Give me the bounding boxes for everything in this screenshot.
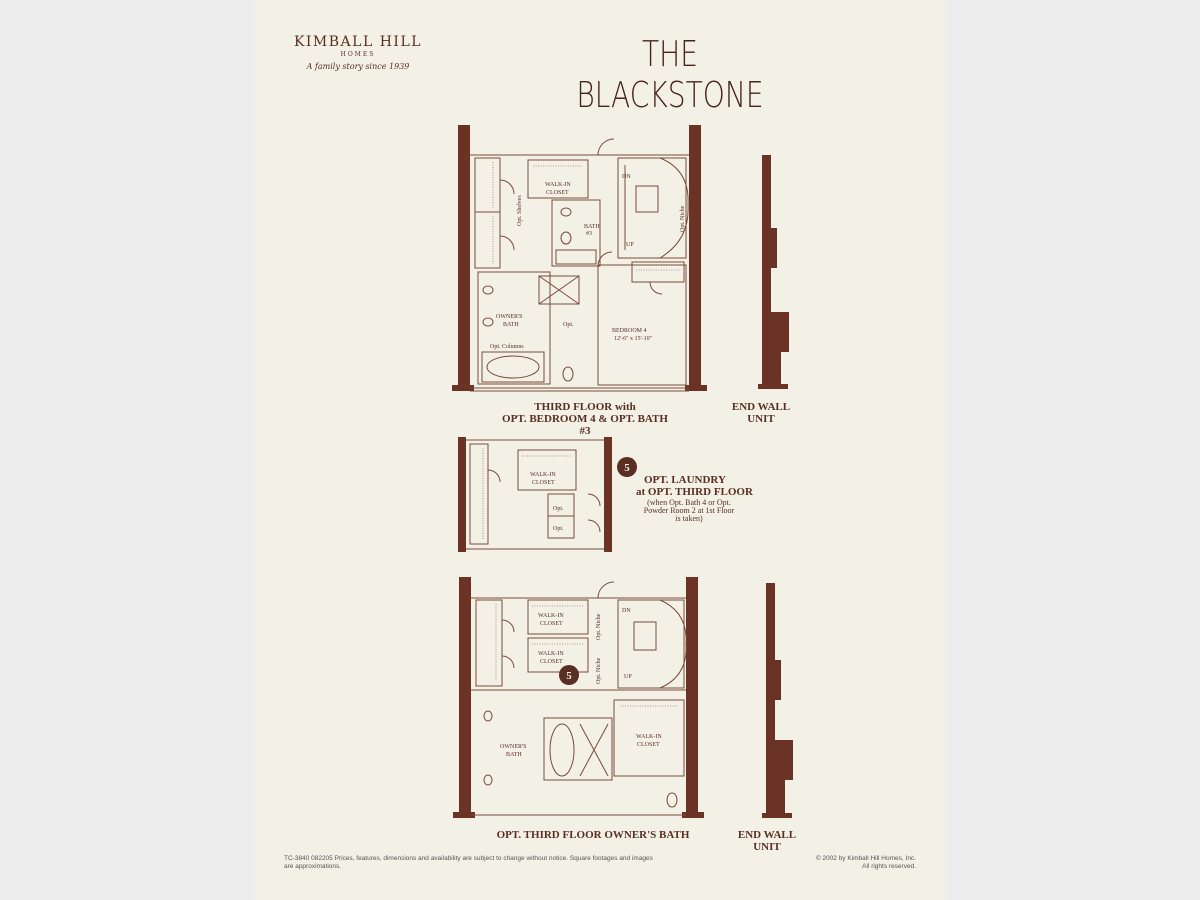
plan3-laundry-badge [559,665,579,685]
end-wall-line2: UNIT [747,413,775,425]
plan1-caption-line1: THIRD FLOOR with [534,401,636,413]
plan1-opt-label: Opt. [563,322,574,328]
laundry-closet-label: CLOSET [532,480,555,486]
plan1-bath-label: BATH [584,224,600,230]
plan1-columns-label: Opt. Columns [490,344,524,350]
plan-title: THE BLACKSTONE [576,34,764,116]
plan1-bedroom-dims: 12'-6" x 15'-10" [614,336,653,342]
footer-copyright: © 2002 by Kimball Hill Homes, Inc. All r… [770,855,916,871]
plan3-closet-label-3: CLOSET [637,742,660,748]
plan3-walkin-label-2: WALK-IN [538,651,564,657]
plan1-walkin-label: WALK-IN [545,182,571,188]
laundry-line2: at OPT. THIRD FLOOR [636,486,753,498]
footer-right1: © 2002 by Kimball Hill Homes, Inc. [815,855,916,862]
laundry-opt-label-1: Opt. [553,506,564,512]
logo-sub: HOMES [340,51,376,58]
logo-brand: KIMBALL HILL [293,34,423,50]
kimball-hill-logo: KIMBALL HILL HOMES A family story since … [293,34,423,71]
laundry-line3: (when Opt. Bath 4 or Opt. [647,498,731,507]
plan3-walkin-label-1: WALK-IN [538,613,564,619]
laundry-note: (when Opt. Bath 4 or Opt. Powder Room 2 … [614,499,764,523]
plan3-niche-label-1: Opt. Niche [596,613,602,640]
end-wall-unit-2 [762,583,793,818]
footer-disclaimer: TC-3840 082205 Prices, features, dimensi… [284,855,734,871]
plan1-caption-line2: OPT. BEDROOM 4 & OPT. BATH #3 [502,413,668,437]
plan3-walkin-label-3: WALK-IN [636,734,662,740]
plan1-left-wall [458,125,470,390]
plan1-bath-no-label: #3 [586,231,592,237]
laundry-opt-label-2: Opt. [553,526,564,532]
plan3-niche-label-2: Opt. Niche [596,657,602,684]
footer-right2: All rights reserved. [862,863,916,870]
brochure-sheet [255,0,945,900]
laundry-caption: OPT. LAUNDRY at OPT. THIRD FLOOR [630,474,760,498]
plan1-bedroom-label: BEDROOM 4 [612,328,647,334]
footer-left2: are approximations. [284,863,342,870]
plan3-caption: OPT. THIRD FLOOR OWNER'S BATH [496,829,690,841]
footer-left1: TC-3840 082205 Prices, features, dimensi… [284,855,653,862]
plan3-owners-label: OWNER'S [500,744,526,750]
plan1-owners-label: OWNER'S [496,314,522,320]
end-wall2-line1: END WALL [737,829,797,841]
end-wall-caption-2: END WALL UNIT [722,829,812,853]
plan3-bath-label: BATH [506,752,522,758]
plan1-shelves-label: Opt. Shelves [517,195,523,226]
end-wall2-line2: UNIT [753,841,781,853]
laundry-walkin-label: WALK-IN [530,472,556,478]
owners-bath-plan: 5 WALK-IN CLOSET WALK-IN CLOSET DN UP OW… [453,577,704,818]
plan1-dn-label: DN [622,174,631,180]
third-floor-plan: WALK-IN CLOSET DN UP BATH #3 OWNER'S BAT… [452,125,707,392]
end-wall-unit-1 [758,155,789,389]
plan1-up-label: UP [626,242,634,248]
end-wall-line1: END WALL [731,401,791,413]
laundry-badge [617,457,637,477]
laundry-plan: WALK-IN CLOSET Opt. Opt. [458,437,612,552]
end-wall-caption-1: END WALL UNIT [716,401,806,425]
plan3-badge-number: 5 [566,670,572,682]
laundry-line1: OPT. LAUNDRY [644,474,726,486]
laundry-line5: is taken) [675,514,703,523]
logo-tagline: A family story since 1939 [306,62,410,71]
plan3-closet-label-2: CLOSET [540,659,563,665]
laundry-line4: Powder Room 2 at 1st Floor [643,506,735,515]
plan1-right-wall [689,125,701,390]
plan1-niche-label: Opt. Niche [680,205,686,232]
plan1-caption: THIRD FLOOR with OPT. BEDROOM 4 & OPT. B… [500,401,670,437]
plan3-up-label: UP [624,674,632,680]
plan1-closet-label: CLOSET [546,190,569,196]
plan3-dn-label: DN [622,608,631,614]
laundry-badge-number: 5 [624,462,630,474]
plan3-closet-label-1: CLOSET [540,621,563,627]
plan1-owners-bath-label: BATH [503,322,519,328]
